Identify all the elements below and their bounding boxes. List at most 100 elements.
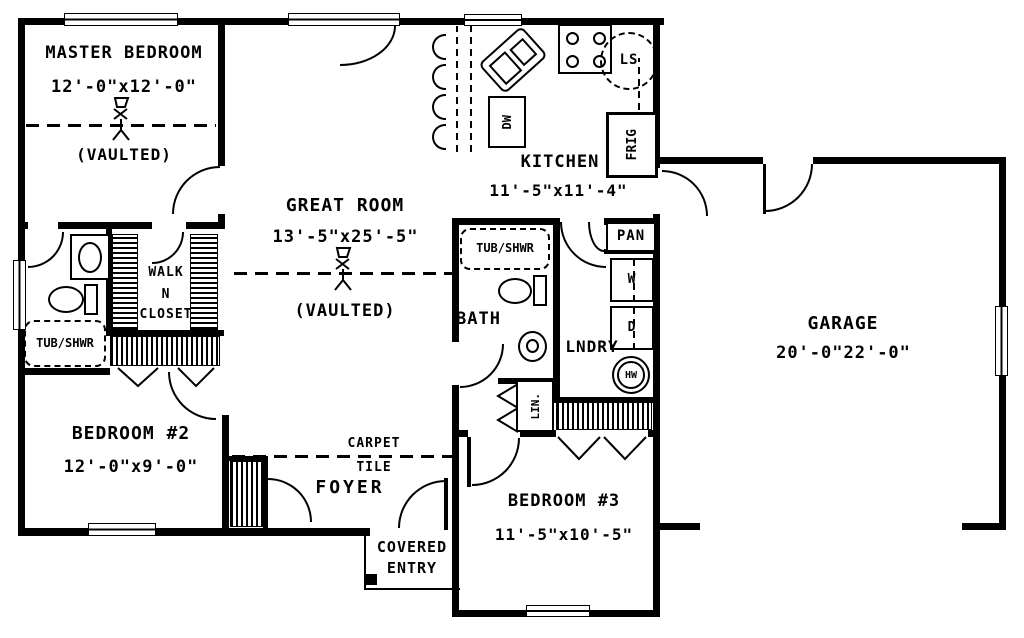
refrigerator-label: FRIG (624, 129, 640, 161)
wall (18, 528, 370, 536)
window (64, 13, 178, 26)
room-label-kitchen: KITCHEN (520, 152, 600, 172)
bedroom3-closet-hatch (556, 402, 652, 430)
pantry-label: PAN (616, 228, 646, 245)
wall (222, 415, 229, 535)
bifold-door-icon (177, 367, 215, 388)
counter-edge (470, 26, 472, 152)
room-label-walk-in-closet-line3: CLOSET (139, 307, 193, 322)
garage-entry-door-arc (662, 170, 708, 216)
wall (653, 214, 660, 617)
room-dims-master-bedroom: 12'-0"x12'-0" (50, 77, 198, 97)
wall (263, 456, 268, 530)
wall (218, 214, 225, 228)
window (995, 306, 1008, 376)
walk-in-closet-hatch (112, 234, 138, 330)
porch-post (366, 574, 377, 585)
wall (106, 330, 224, 336)
bar-stool-icon (432, 64, 446, 90)
room-label-foyer: FOYER (315, 477, 385, 498)
room-note-master-bedroom: (VAULTED) (76, 145, 172, 164)
wall (813, 157, 1006, 164)
room-label-laundry: LNDRY (565, 337, 619, 356)
burner (566, 55, 579, 68)
lazy-susan-label: LS (619, 52, 639, 69)
window (526, 605, 590, 617)
room-dims-bedroom3: 11'-5"x10'-5" (494, 525, 634, 544)
toilet-tank (84, 284, 98, 315)
bar-stool-icon (432, 124, 446, 150)
front-door-arc (398, 480, 446, 528)
window (13, 260, 26, 330)
wall (18, 368, 110, 375)
front-door-leaf (444, 478, 448, 530)
toilet-tank (533, 275, 547, 306)
bathroom-sink-icon (518, 331, 547, 362)
water-heater-label: HW (624, 369, 638, 381)
bedroom3-door-leaf (467, 437, 471, 487)
wall (106, 228, 112, 332)
dishwasher: DW (488, 96, 526, 148)
master-bedroom-door-arc (172, 166, 220, 214)
room-label-walk-in-closet-line2: N (161, 287, 171, 302)
wall (520, 430, 556, 437)
wall (218, 18, 225, 166)
wall (58, 222, 152, 229)
floor-change-line (232, 455, 454, 458)
bar-stool-icon (432, 94, 446, 120)
room-dims-kitchen: 11'-5"x11'-4" (489, 181, 628, 200)
linen-bifold-door-icon (496, 383, 520, 433)
wall (962, 523, 1006, 530)
dryer: D (610, 306, 654, 350)
bedroom2-closet-hatch (110, 336, 220, 366)
window (88, 523, 156, 536)
room-label-master-bedroom: MASTER BEDROOM (45, 43, 203, 63)
toilet-icon (498, 278, 532, 304)
garage-service-door-leaf (763, 164, 766, 214)
water-heater-inner (617, 361, 645, 389)
bifold-door-icon (603, 436, 647, 461)
kitchen-sink-icon (478, 25, 548, 95)
room-label-covered-entry-line2: ENTRY (386, 559, 438, 577)
wall (604, 218, 660, 225)
room-label-bedroom2: BEDROOM #2 (71, 423, 191, 444)
ceiling-fan-icon (112, 97, 130, 141)
wall (452, 430, 468, 437)
wall (660, 157, 763, 164)
room-label-garage: GARAGE (807, 313, 879, 334)
wall (653, 18, 660, 168)
wall (452, 218, 560, 225)
linen-closet: LIN. (516, 380, 554, 432)
tub-shower-label: TUB/SHWR (36, 335, 94, 350)
master-tub-shower: TUB/SHWR (24, 320, 106, 367)
master-bath-door-arc (28, 232, 64, 268)
dishwasher-label: DW (500, 114, 514, 130)
room-dims-great-room: 13'-5"x25'-5" (272, 227, 419, 247)
room-label-walk-in-closet-line1: WALK (148, 265, 184, 280)
washer: W (610, 258, 654, 302)
bifold-door-icon (117, 367, 159, 388)
toilet-icon (48, 286, 84, 313)
walk-in-closet-hatch (190, 234, 218, 330)
room-label-bedroom3: BEDROOM #3 (507, 491, 621, 511)
room-dims-garage: 20'-0"22'-0" (776, 343, 911, 363)
floor-label-carpet: CARPET (347, 436, 401, 451)
wall (228, 456, 268, 461)
room-note-great-room: (VAULTED) (294, 301, 396, 321)
wall (553, 218, 560, 400)
bedroom3-door-arc (472, 438, 520, 486)
room-label-great-room: GREAT ROOM (285, 195, 405, 216)
wall (186, 222, 225, 229)
burner (593, 32, 606, 45)
room-label-bath: BATH (456, 309, 501, 329)
burner (566, 32, 579, 45)
wall (18, 222, 28, 229)
pantry-box: PAN (606, 222, 656, 252)
great-room-patio-door-arc (340, 26, 396, 66)
ceiling-fan-icon (334, 247, 352, 291)
bifold-door-icon (557, 436, 601, 461)
window (464, 14, 522, 26)
washer-dryer-divider (633, 258, 635, 350)
counter-edge (456, 26, 458, 152)
